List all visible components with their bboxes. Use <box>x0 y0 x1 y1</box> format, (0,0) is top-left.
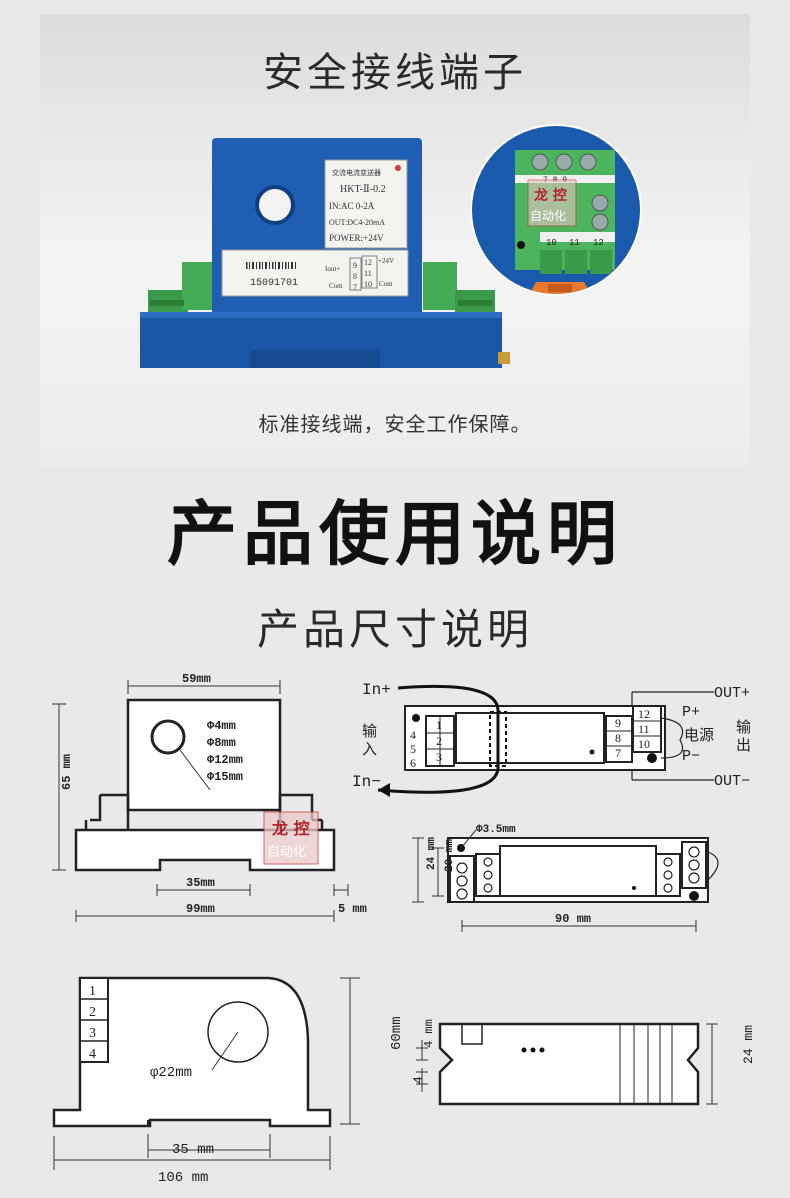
wiring-pin-3: 3 <box>436 750 442 764</box>
side-pin-1: 1 <box>89 984 96 999</box>
watermark-stamp: 龙 控 自动化 <box>263 811 319 865</box>
zoom-pin-10: 10 <box>546 238 557 248</box>
zoom-watermark-line2: 自动化 <box>530 209 566 223</box>
hole-15mm: Φ15mm <box>207 770 243 784</box>
wiring-pin-2: 2 <box>436 734 442 748</box>
wiring-pin-11: 11 <box>638 722 650 736</box>
end-view-drawing: 4 mm 4 24 mm <box>411 1019 756 1106</box>
pin-com2-label: Com <box>379 280 393 288</box>
label-power: POWER:+24V <box>329 233 384 243</box>
label-p-minus: P− <box>682 748 700 765</box>
label-output-1: 输 <box>736 718 751 736</box>
pin-11: 11 <box>364 269 372 278</box>
label-power: 电源 <box>684 726 714 744</box>
hole-4mm: Φ4mm <box>207 719 236 733</box>
top-view-drawing: Φ3.5mm 24 mm 20 mm 90 mm <box>412 824 719 932</box>
dim-width-90: 90 mm <box>555 912 591 926</box>
label-output-2: 出 <box>736 736 751 754</box>
zoom-watermark-line1: 龙 控 <box>533 187 567 204</box>
pin-12: 12 <box>364 258 372 267</box>
side-pin-3: 3 <box>89 1026 96 1041</box>
terminal-zoom-circle: 7 8 9 10 11 12 龙 控 自动化 <box>470 124 642 296</box>
label-out-minus: OUT− <box>714 773 750 790</box>
side-pin-2: 2 <box>89 1005 96 1020</box>
front-label <box>324 159 408 249</box>
dim-height-60: 60mm <box>389 1016 405 1050</box>
zoom-pin-11: 11 <box>569 238 580 248</box>
label-input-1: 输 <box>362 722 377 740</box>
dim-width-106: 106 mm <box>158 1170 208 1186</box>
label-output: OUT:DC4-20mA <box>329 218 385 227</box>
wiring-pin-9: 9 <box>615 716 621 730</box>
dim-end-4-top: 4 mm <box>422 1019 436 1048</box>
wiring-diagram: In+ In− 输 入 4 5 6 1 2 3 9 8 7 12 11 10 P… <box>352 681 751 797</box>
dim-hole-22: φ22mm <box>150 1065 192 1081</box>
wiring-pin-6: 6 <box>410 756 416 770</box>
wiring-pin-7: 7 <box>615 746 621 760</box>
dim-rail-35-side: 35 mm <box>172 1142 214 1158</box>
dim-height-65: 65 mm <box>60 754 74 790</box>
dim-offset-5: 5 mm <box>338 902 367 916</box>
pin-10: 10 <box>364 280 372 289</box>
label-product-type: 交流电流变送器 <box>332 168 381 177</box>
dim-hole-3-5: Φ3.5mm <box>476 824 516 836</box>
wiring-pin-1: 1 <box>436 718 442 732</box>
pin-8: 8 <box>353 272 357 281</box>
label-model: HKT-Ⅱ-0.2 <box>340 184 386 195</box>
label-input: IN:AC 0-2A <box>329 201 375 211</box>
zoom-pin-12: 12 <box>593 238 604 248</box>
dim-height-20: 20 mm <box>444 839 456 872</box>
label-p-plus: P+ <box>682 704 700 721</box>
watermark-line2: 自动化 <box>267 845 306 860</box>
side-view-drawing: 1 2 3 4 φ22mm 60mm 35 mm 106 mm <box>52 976 405 1186</box>
wiring-pin-8: 8 <box>615 731 621 745</box>
pin-9: 9 <box>353 261 357 270</box>
terminal-caption: 标准接线端，安全工作保障。 <box>258 412 532 436</box>
dim-width-59: 59mm <box>182 672 211 686</box>
wiring-pin-4: 4 <box>410 728 416 742</box>
wiring-pin-12: 12 <box>638 707 650 721</box>
label-in-plus: In+ <box>362 681 391 699</box>
wiring-pin-5: 5 <box>410 742 416 756</box>
pin-iout-label: Iout+ <box>325 265 340 273</box>
current-hole <box>255 185 295 225</box>
watermark-line1: 龙 控 <box>271 819 310 838</box>
hole-8mm: Φ8mm <box>207 736 236 750</box>
hole-12mm: Φ12mm <box>207 753 243 767</box>
label-out-plus: OUT+ <box>714 685 750 702</box>
dim-end-24: 24 mm <box>741 1025 756 1064</box>
product-photo: 交流电流变送器 HKT-Ⅱ-0.2 IN:AC 0-2A OUT:DC4-20m… <box>140 124 642 368</box>
serial-number: 15091701 <box>250 278 298 289</box>
pin-7: 7 <box>353 283 357 292</box>
side-pin-4: 4 <box>89 1047 96 1062</box>
section-title-dimensions: 产品尺寸说明 <box>256 605 533 654</box>
wiring-pin-10: 10 <box>638 737 650 751</box>
dimension-drawings: 59mm 65 mm Φ4mm Φ8mm Φ12mm Φ15mm 35mm 99… <box>52 672 756 1186</box>
label-input-2: 入 <box>362 740 377 758</box>
barcode <box>246 262 296 269</box>
section-title-terminals: 安全接线端子 <box>263 50 527 96</box>
pin-plus24-label: +24V <box>378 257 394 265</box>
dim-height-24: 24 mm <box>426 837 438 870</box>
dim-rail-35: 35mm <box>186 876 215 890</box>
dim-end-4-bottom: 4 <box>411 1076 426 1084</box>
page-title: 产品使用说明 <box>167 493 623 575</box>
pin-com-label: Com <box>329 282 343 290</box>
label-in-minus: In− <box>352 773 381 791</box>
dim-width-99: 99mm <box>186 902 215 916</box>
